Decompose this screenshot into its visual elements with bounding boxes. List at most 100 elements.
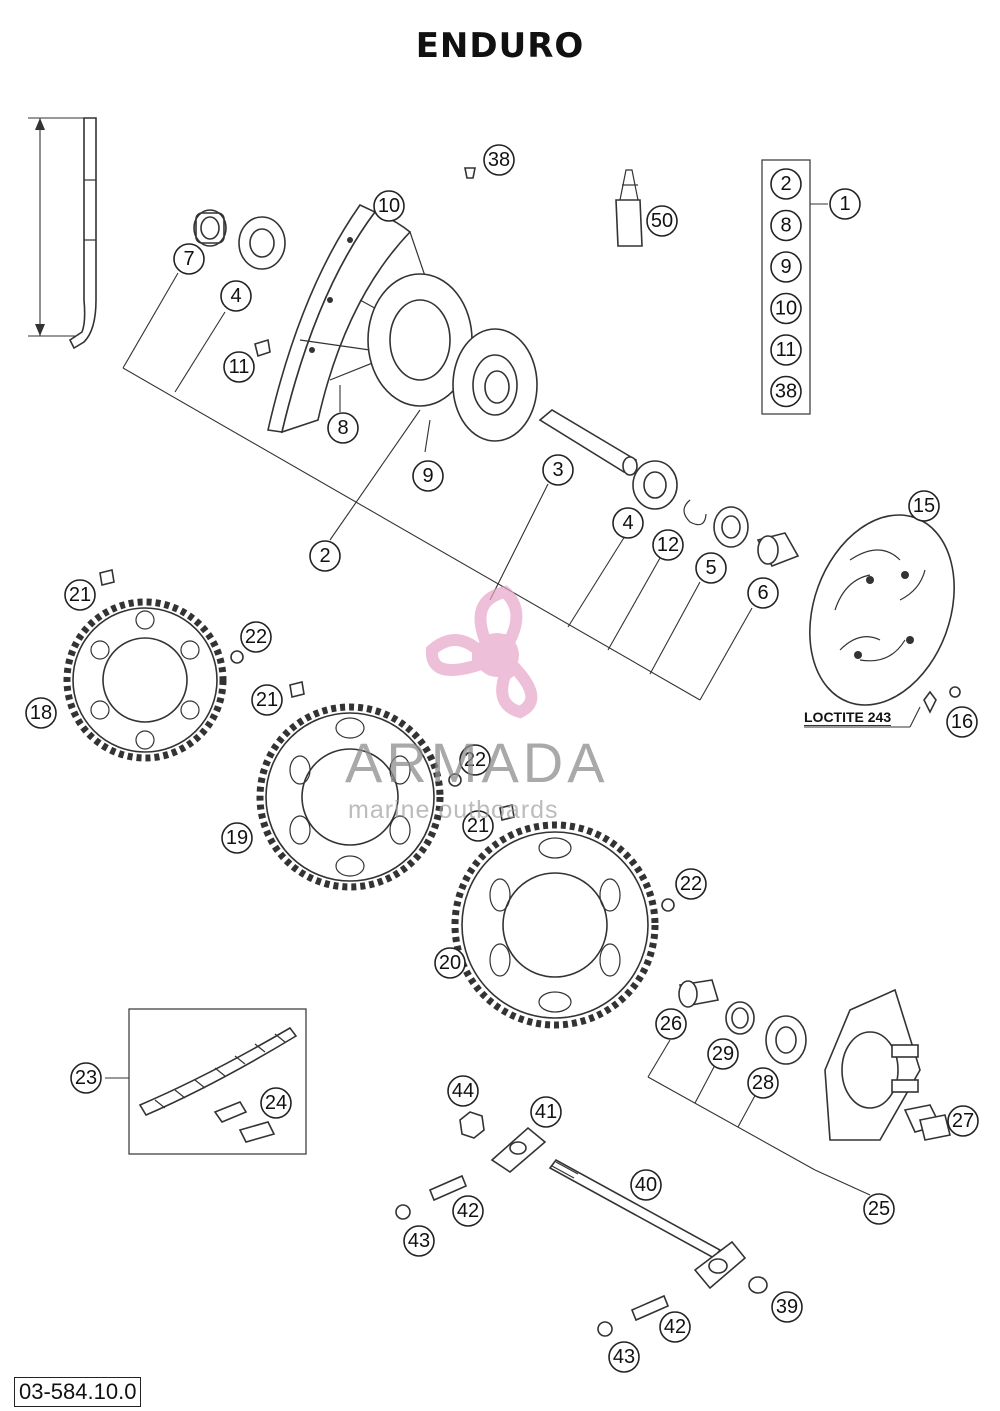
watermark-name: ARMADA	[345, 731, 609, 794]
right-wheel-bearing	[632, 460, 678, 510]
svg-text:27: 27	[952, 1110, 974, 1132]
callout-27-28: 27	[947, 1105, 979, 1137]
svg-text:2: 2	[780, 173, 791, 195]
sprocket-carrier	[824, 988, 921, 1141]
svg-text:22: 22	[680, 873, 702, 895]
svg-text:50: 50	[651, 210, 673, 232]
sprocket-large	[451, 821, 659, 1029]
chain-box	[105, 1008, 307, 1155]
callout-28-29: 28	[747, 1067, 779, 1099]
damper-rubbers	[903, 1104, 951, 1141]
callout-38-31: 38	[483, 144, 515, 176]
svg-text:23: 23	[75, 1067, 97, 1089]
kit-callout-9: 9	[770, 251, 802, 283]
callout-15-13: 15	[908, 490, 940, 522]
spoke-wrench-tool	[615, 169, 643, 247]
svg-text:28: 28	[752, 1072, 774, 1094]
page-title: ENDURO	[415, 26, 585, 66]
svg-text:3: 3	[552, 459, 563, 481]
callout-9-9: 9	[412, 460, 444, 492]
svg-text:8: 8	[337, 417, 348, 439]
shaft-seal	[713, 506, 749, 548]
document-number: 03-584.10.0	[14, 1377, 142, 1407]
wheel-hub	[299, 231, 538, 442]
outer-bushing	[756, 532, 800, 567]
carrier-bearing	[765, 1015, 807, 1065]
svg-text:19: 19	[226, 827, 248, 849]
callout-21-20: 21	[462, 810, 494, 842]
callout-12-12: 12	[652, 529, 684, 561]
callout-24-25: 24	[260, 1087, 292, 1119]
callout-8-8: 8	[327, 412, 359, 444]
svg-text:39: 39	[776, 1296, 798, 1318]
callout-25-26: 25	[863, 1193, 895, 1225]
callout-5-5: 5	[695, 552, 727, 584]
svg-text:29: 29	[712, 1043, 734, 1065]
svg-text:1: 1	[839, 193, 850, 215]
watermark-tagline: marine outboards	[348, 796, 559, 824]
svg-text:6: 6	[757, 582, 768, 604]
propeller-icon	[425, 585, 538, 719]
svg-text:38: 38	[775, 381, 797, 403]
callout-10-10: 10	[373, 190, 405, 222]
callout-23-24: 23	[70, 1062, 102, 1094]
callout-4-3: 4	[220, 280, 252, 312]
callout-2-1: 2	[309, 540, 341, 572]
callout-50-40: 50	[646, 205, 678, 237]
kit-callout-8: 8	[770, 209, 802, 242]
svg-text:9: 9	[422, 465, 433, 487]
parts-kit-bracket	[761, 159, 828, 415]
valve-insert	[254, 338, 271, 358]
callout-39-32: 39	[771, 1291, 803, 1323]
sprocket-carrier-bushing	[678, 979, 720, 1008]
kit-callout-11: 11	[770, 334, 802, 366]
svg-text:41: 41	[535, 1101, 557, 1123]
svg-text:22: 22	[245, 626, 267, 648]
svg-text:21: 21	[69, 584, 91, 606]
svg-text:21: 21	[256, 689, 278, 711]
sprocket-small	[63, 598, 227, 762]
wheel-rim	[267, 203, 412, 434]
callout-18-15: 18	[25, 697, 57, 729]
callout-22-21: 22	[240, 621, 272, 653]
svg-text:4: 4	[622, 512, 633, 534]
svg-text:4: 4	[230, 285, 241, 307]
svg-text:20: 20	[439, 952, 461, 974]
callout-44-39: 44	[447, 1075, 479, 1107]
callout-42-36: 42	[659, 1311, 691, 1343]
kit-callout-38: 38	[770, 375, 802, 408]
callout-4-4: 4	[612, 507, 644, 539]
chain-adjuster-left	[490, 1126, 547, 1174]
callout-26-27: 26	[655, 1008, 687, 1040]
callout-40-33: 40	[630, 1169, 662, 1201]
left-wheel-bearing	[238, 216, 286, 270]
adjuster-screws	[428, 1174, 670, 1322]
svg-text:8: 8	[780, 215, 791, 237]
callout-layer: 1234456789101112151618192021212122222223…	[25, 144, 979, 1373]
callout-16-14: 16	[946, 706, 978, 738]
callout-3-2: 3	[542, 454, 574, 486]
svg-text:43: 43	[408, 1230, 430, 1252]
kit-callout-10: 10	[770, 292, 802, 325]
sprocket-medium	[256, 703, 444, 891]
disc-screws	[923, 686, 961, 714]
chain-adjuster-right	[693, 1240, 747, 1290]
callout-22-22: 22	[459, 744, 491, 776]
svg-text:9: 9	[780, 256, 791, 278]
svg-text:40: 40	[635, 1174, 657, 1196]
svg-text:18: 18	[30, 702, 52, 724]
assembly-leader-lines	[122, 272, 753, 701]
callout-21-19: 21	[251, 684, 283, 716]
callout-1-0: 1	[829, 188, 861, 220]
axle-nut	[459, 1111, 485, 1139]
svg-text:43: 43	[613, 1346, 635, 1368]
callout-19-16: 19	[221, 822, 253, 854]
callout-41-34: 41	[530, 1096, 562, 1128]
spacer-bushing	[193, 209, 227, 247]
axle-spacer-tube	[538, 409, 638, 476]
svg-text:44: 44	[452, 1080, 474, 1102]
svg-text:42: 42	[457, 1200, 479, 1222]
adjuster-nuts	[395, 1204, 613, 1337]
svg-text:10: 10	[775, 298, 797, 320]
